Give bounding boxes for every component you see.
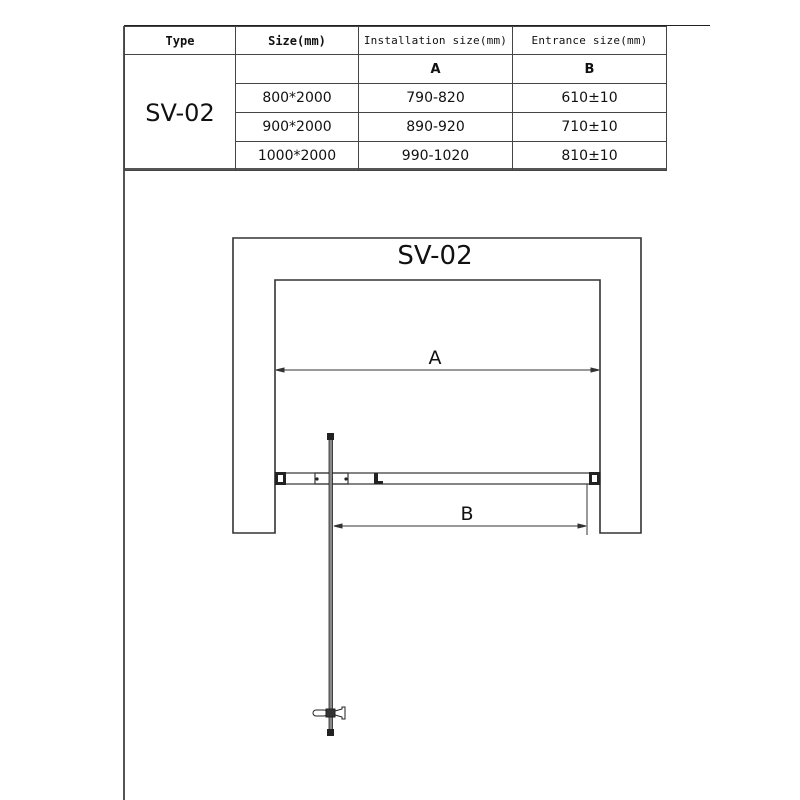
type-cell: SV-02 [124, 54, 236, 171]
header-size: Size(mm) [235, 26, 359, 55]
size-cell: 1000*2000 [235, 141, 359, 171]
table-subheader-row: SV-02 A B [124, 54, 667, 171]
drawing-title: SV-02 [397, 241, 473, 271]
table-row: 1000*2000 990-1020 810±10 [125, 141, 667, 171]
sliding-rail [274, 472, 601, 485]
dimension-b [333, 484, 588, 535]
header-entrance-size: Entrance size(mm) [512, 26, 667, 55]
door-handle [312, 706, 346, 720]
dimension-a [275, 367, 600, 373]
door-stopper [374, 473, 383, 484]
dimension-a-label: A [428, 347, 442, 369]
subheader-installation: A [358, 54, 513, 84]
dimension-b-label: B [460, 503, 474, 525]
right-wall-bracket [589, 472, 600, 485]
installation-cell: 790-820 [358, 83, 513, 113]
entrance-cell: 610±10 [512, 83, 667, 113]
subheader-entrance: B [512, 54, 667, 84]
page-top-border [124, 25, 710, 26]
header-type: Type [124, 26, 236, 55]
sliding-door-panel [327, 433, 334, 736]
installation-cell: 890-920 [358, 112, 513, 142]
page-left-border [123, 26, 125, 800]
specification-table: Type Size(mm) Installation size(mm) Entr… [124, 26, 667, 171]
installation-cell: 990-1020 [358, 141, 513, 171]
left-wall-bracket [275, 472, 286, 485]
entrance-cell: 810±10 [512, 141, 667, 171]
wall-outline [232, 237, 642, 534]
